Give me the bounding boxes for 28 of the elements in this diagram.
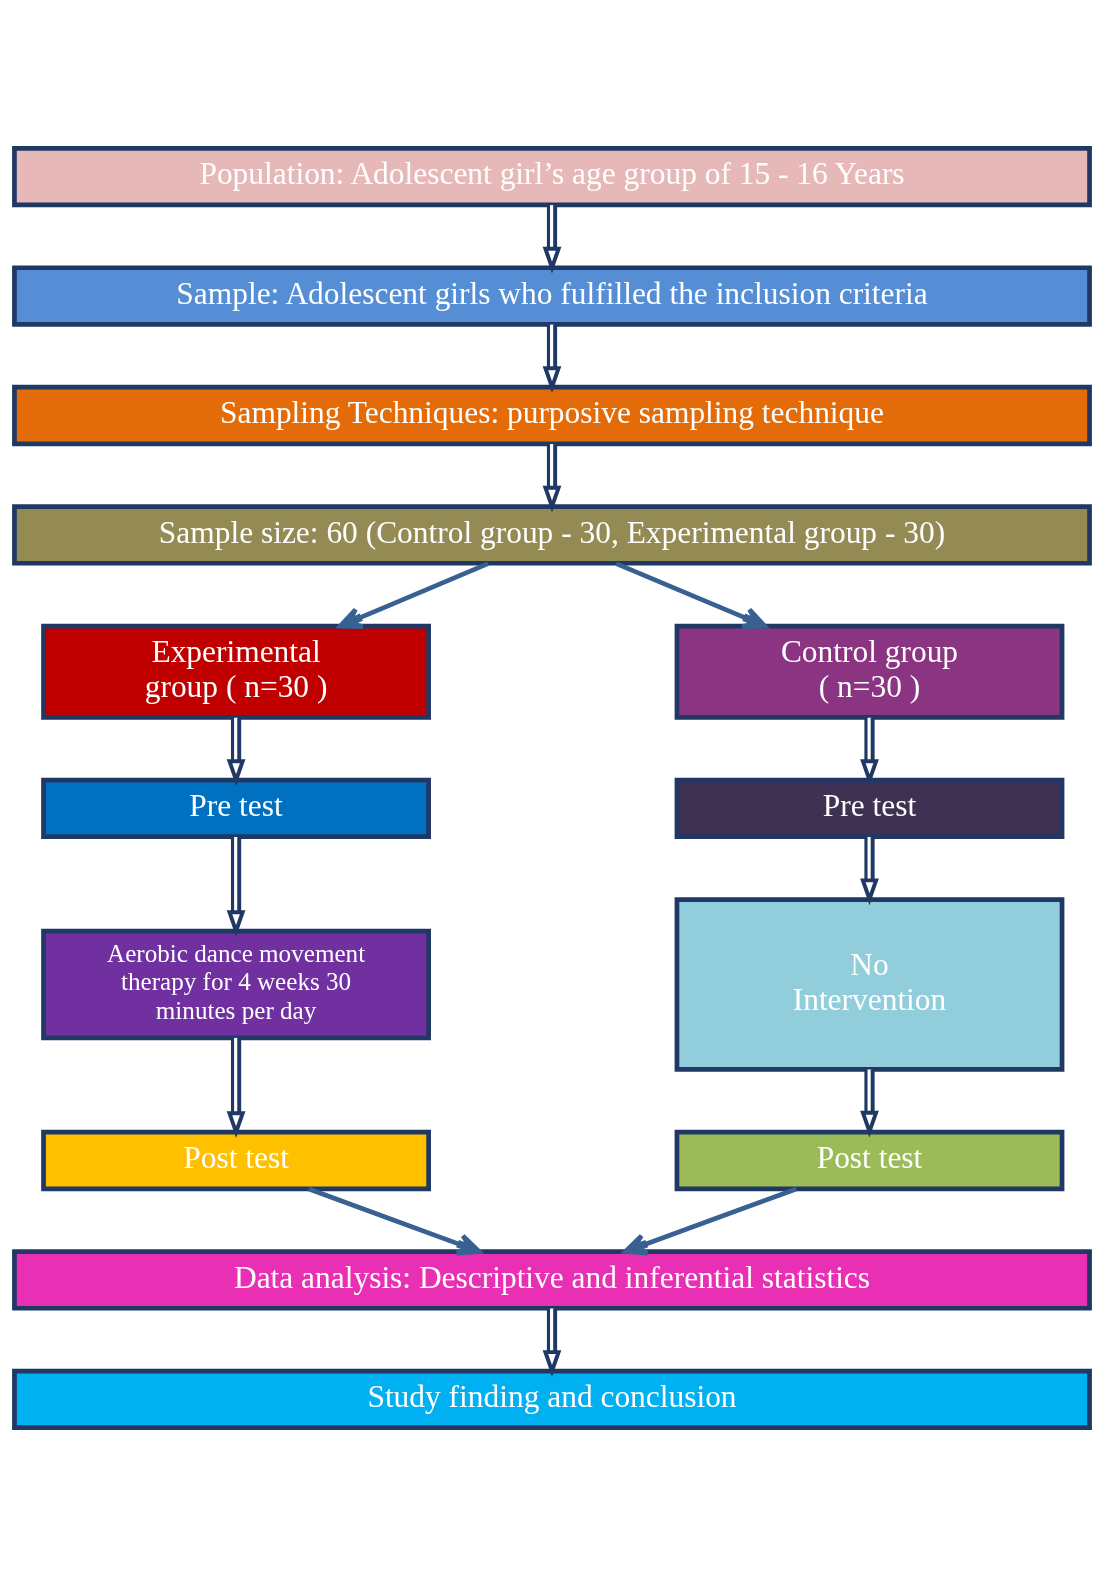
arrow [226,1037,246,1138]
node-box: Experimental group ( n=30 ) [41,623,431,720]
node-box: Sample size: 60 (Control group - 30, Experimental group - 30) [12,503,1092,566]
node-box: Pre test [41,777,431,839]
arrow [337,560,489,629]
arrow [226,836,246,937]
node-box: Data analysis: Descriptive and inferential statistics [12,1248,1092,1311]
node-box: Post test [674,1129,1065,1191]
arrow [860,717,879,786]
arrow [308,1186,482,1255]
arrow [615,560,768,629]
node-box: Sample: Adolescent girls who fulfilled the inclusion criteria [12,264,1092,327]
node-box: No Intervention [674,896,1065,1072]
node-box: Post test [41,1129,431,1191]
node-box: Aerobic dance movement therapy for 4 weeks 30 minutes per day [41,928,431,1040]
arrow [542,1308,562,1377]
arrow [542,204,562,274]
node-box: Population: Adolescent girl’s age group of 15 - 16 Years [12,145,1092,207]
node-box: Control group ( n=30 ) [674,623,1065,720]
arrow [860,1068,879,1137]
arrow [542,443,562,512]
arrow [860,836,879,905]
arrow [542,324,562,393]
arrow [623,1186,798,1255]
node-box: Study finding and conclusion [12,1368,1092,1430]
node-box: Sampling Techniques: purposive sampling technique [12,384,1092,446]
node-box: Pre test [674,777,1065,839]
arrow [226,717,246,786]
